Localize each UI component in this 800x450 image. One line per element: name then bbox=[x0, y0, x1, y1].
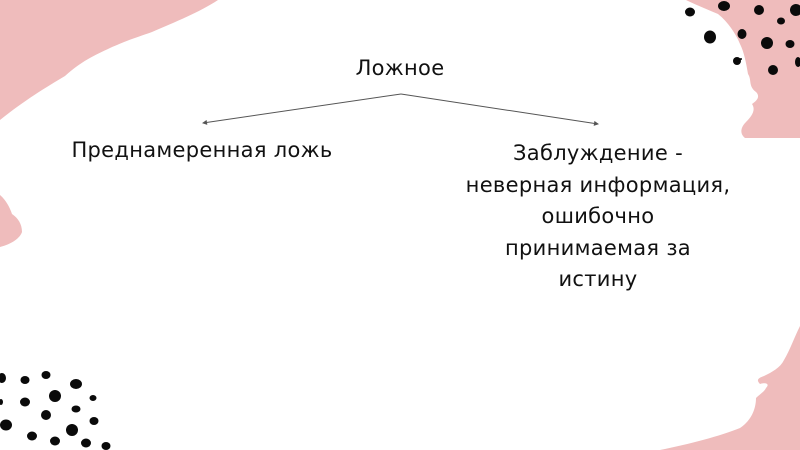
branch-right-line: неверная информация, bbox=[465, 172, 731, 197]
pink-blob-left bbox=[0, 195, 22, 247]
pink-brush-top-right bbox=[686, 0, 800, 138]
branch-right-label: Заблуждение - неверная информация, ошибо… bbox=[418, 138, 778, 296]
branch-right-line: Заблуждение - bbox=[513, 141, 683, 165]
branch-right-line: ошибочно bbox=[541, 204, 655, 228]
branch-left-label: Преднамеренная ложь bbox=[71, 138, 333, 162]
root-node-label: Ложное bbox=[355, 56, 445, 80]
branch-right-line: истину bbox=[558, 267, 638, 291]
branch-right-line: принимаемая за bbox=[505, 235, 691, 260]
pink-brush-bottom-right bbox=[660, 326, 800, 450]
dots-bottom-left bbox=[0, 371, 111, 450]
arrow-to-right-branch bbox=[400, 93, 599, 126]
dots-top-right bbox=[685, 1, 800, 75]
arrow-to-left-branch bbox=[202, 93, 402, 125]
pink-brush-top-left bbox=[0, 0, 218, 120]
